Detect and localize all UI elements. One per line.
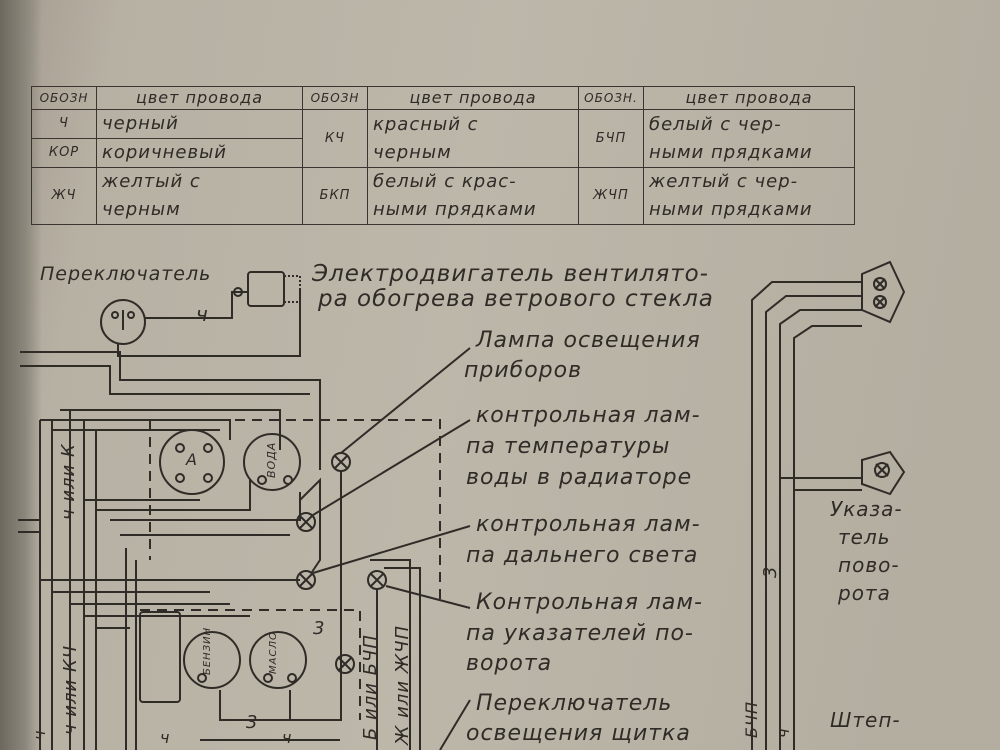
legend-header-code-2: ОБОЗН bbox=[302, 86, 368, 110]
legend-color-kch-line2: черным bbox=[373, 141, 452, 163]
oil-gauge bbox=[249, 631, 307, 689]
wire-mark-ch-or-k: ч или К bbox=[58, 443, 79, 520]
legend-row: Ч черный КЧ красный с черным БЧП белый с… bbox=[31, 109, 855, 168]
label-turn-indicator-line2: тель bbox=[838, 525, 891, 549]
gauge-housing bbox=[139, 611, 181, 703]
legend-header-row: ОБОЗН цвет провода ОБОЗН цвет провода ОБ… bbox=[31, 86, 855, 110]
legend-color-kor: коричневый bbox=[96, 138, 303, 168]
legend-code-zhch: ЖЧ bbox=[31, 167, 97, 225]
lamp-supply-wire bbox=[219, 471, 342, 721]
gauge-label-fuel: БЕНЗИН bbox=[202, 626, 213, 675]
label-turn-indicator-line1: Указа- bbox=[830, 497, 903, 521]
wire-mark-ch-bottom: ч bbox=[282, 728, 293, 747]
legend-color-bchp: белый с чер- ными прядками bbox=[643, 109, 855, 168]
ammeter-gauge bbox=[159, 429, 225, 495]
label-instr-lamp-line2: приборов bbox=[464, 358, 583, 383]
label-panel-switch-line2: освещения щитка bbox=[466, 721, 691, 746]
legend-code-ch: Ч bbox=[31, 109, 97, 139]
turn-indicator-symbol bbox=[861, 450, 906, 496]
temp-warning-lamp bbox=[296, 512, 316, 532]
wire-mark-b-or-bchp: Б или БЧП bbox=[360, 634, 381, 740]
gauge-label-water: ВОДА bbox=[265, 441, 278, 478]
legend-color-bchp-line1: белый с чер- bbox=[649, 113, 782, 135]
gauge-label-oil: МАСЛО bbox=[268, 631, 279, 674]
right-harness bbox=[751, 281, 862, 750]
wire-mark-ch-right: ч bbox=[774, 727, 793, 738]
wire-mark-ch: ч bbox=[196, 302, 209, 326]
legend-color-kch: красный с черным bbox=[367, 109, 579, 168]
fuel-gauge bbox=[183, 631, 241, 689]
legend-header-code-1: ОБОЗН bbox=[31, 86, 97, 110]
legend-header-color-3: цвет провода bbox=[643, 86, 855, 110]
wire-color-legend-table: ОБОЗН цвет провода ОБОЗН цвет провода ОБ… bbox=[31, 86, 855, 225]
front-lamp-symbol bbox=[861, 260, 906, 324]
legend-color-zhch-line1: желтый с bbox=[102, 171, 201, 192]
legend-color-zhch-line2: черным bbox=[102, 199, 181, 220]
label-beam-lamp-line1: контрольная лам- bbox=[476, 512, 701, 537]
wire-mark-ch-bottom2: ч bbox=[160, 728, 171, 747]
turn-lamp-wire bbox=[370, 559, 411, 750]
legend-color-zhchp: желтый с чер- ными прядками bbox=[643, 167, 855, 225]
label-beam-lamp-line2: па дальнего света bbox=[466, 543, 699, 568]
label-turn-lamp-line1: Контрольная лам- bbox=[476, 590, 703, 615]
label-switch: Переключатель bbox=[40, 263, 212, 285]
water-temp-gauge bbox=[243, 433, 301, 491]
legend-row: КОР коричневый bbox=[31, 138, 855, 168]
legend-code-kor: КОР bbox=[31, 138, 97, 168]
legend-row: ЖЧ желтый с черным БКП белый с крас- ным… bbox=[31, 167, 855, 225]
gauge-label-ammeter: А bbox=[186, 450, 198, 469]
wire-mark-bchp: БЧП bbox=[742, 701, 761, 738]
label-panel-switch-line1: Переключатель bbox=[476, 691, 673, 716]
instrument-lamp-1 bbox=[331, 452, 351, 472]
label-temp-lamp-line2: па температуры bbox=[466, 434, 671, 459]
legend-color-zhchp-line1: желтый с чер- bbox=[649, 171, 799, 192]
legend-code-zhchp: ЖЧП bbox=[578, 167, 644, 225]
legend-color-kch-line1: красный с bbox=[373, 113, 479, 135]
high-beam-lamp bbox=[296, 570, 316, 590]
label-fan-motor-line2: ра обогрева ветрового стекла bbox=[318, 286, 714, 312]
cluster-outline bbox=[150, 419, 441, 600]
legend-color-bkp-line1: белый с крас- bbox=[373, 171, 517, 192]
label-fan-motor-line1: Электродвигатель вентилято- bbox=[312, 261, 709, 287]
wire-mark-three-a: 3 bbox=[313, 618, 326, 639]
legend-code-bkp: БКП bbox=[302, 167, 368, 225]
wire-mark-three-c: 3 bbox=[760, 565, 781, 578]
turn-signal-lamp bbox=[367, 570, 387, 590]
label-temp-lamp-line1: контрольная лам- bbox=[476, 403, 701, 428]
legend-color-bkp: белый с крас- ными прядками bbox=[367, 167, 579, 225]
left-harness bbox=[18, 351, 321, 750]
legend-code-bchp: БЧП bbox=[578, 109, 644, 168]
legend-color-bchp-line2: ными прядками bbox=[649, 141, 813, 163]
label-turn-lamp-line3: ворота bbox=[466, 651, 553, 676]
legend-color-zhch: желтый с черным bbox=[96, 167, 303, 225]
wire-mark-ch-left: ч bbox=[30, 729, 49, 740]
legend-color-bkp-line2: ными прядками bbox=[373, 199, 537, 220]
wire-mark-zh-or-zhchp: Ж или ЖЧП bbox=[392, 625, 413, 745]
label-turn-lamp-line2: па указателей по- bbox=[466, 621, 694, 646]
label-instr-lamp-line1: Лампа освещения bbox=[476, 328, 701, 353]
wire-mark-ch-or-kch: ч или КЧ bbox=[60, 644, 81, 735]
leader-turn-lamp bbox=[385, 585, 471, 609]
legend-color-zhchp-line2: ными прядками bbox=[649, 199, 813, 220]
wire-mark-three-b: 3 bbox=[246, 712, 259, 733]
fan-motor-symbol bbox=[233, 271, 301, 307]
leader-instr-lamp bbox=[340, 347, 471, 454]
label-plug: Штеп- bbox=[830, 708, 901, 732]
label-turn-indicator-line3: пово- bbox=[838, 553, 900, 577]
fan-switch-symbol bbox=[100, 290, 301, 357]
leader-beam-lamp bbox=[312, 525, 471, 574]
label-turn-indicator-line4: рота bbox=[838, 581, 891, 605]
fan-motor-wire bbox=[145, 291, 248, 319]
leader-temp-lamp bbox=[312, 419, 471, 516]
label-temp-lamp-line3: воды в радиаторе bbox=[466, 465, 693, 490]
instrument-lamp-2 bbox=[335, 654, 355, 674]
leader-panel-switch bbox=[439, 699, 471, 750]
